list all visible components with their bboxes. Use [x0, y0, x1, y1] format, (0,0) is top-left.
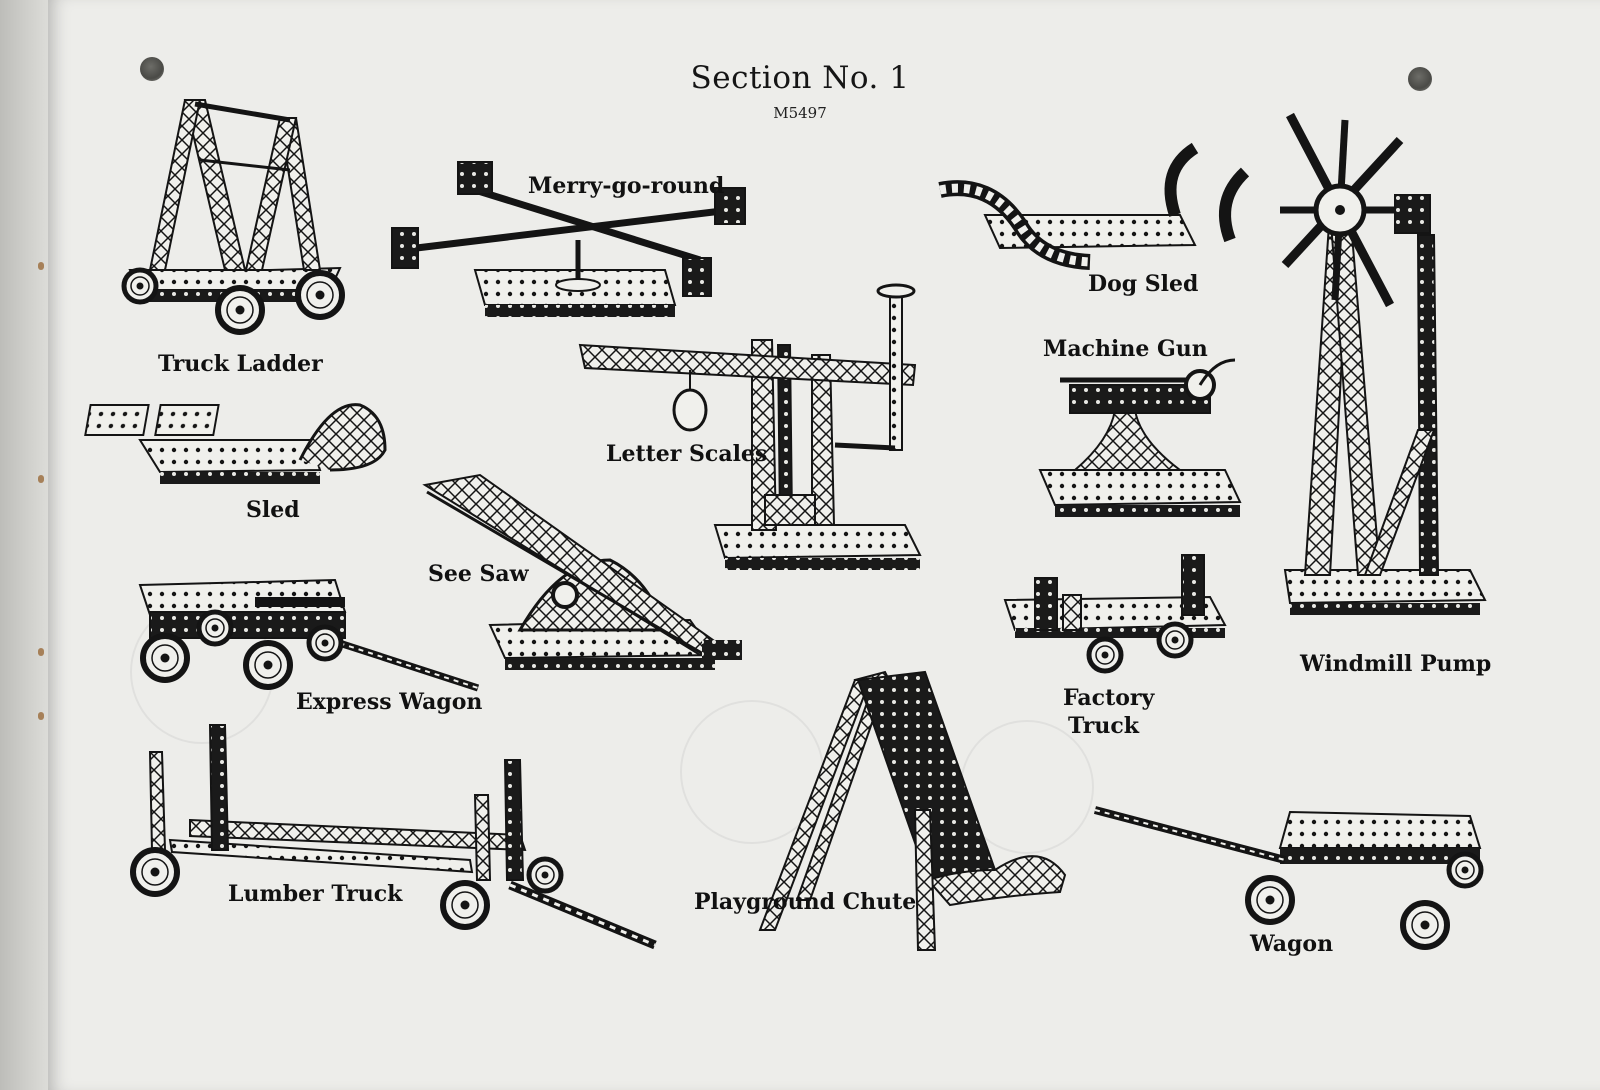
lumber-truck-illustration — [133, 724, 657, 950]
express-wagon-illustration — [138, 578, 480, 692]
playground-chute-illustration — [758, 670, 1067, 951]
label-lumber-truck: Lumber Truck — [228, 881, 403, 907]
dog-sled-illustration — [938, 142, 1250, 270]
label-factory-truck-line1: Factory — [1063, 685, 1155, 711]
punch-hole-left — [140, 57, 164, 81]
label-playground-chute: Playground Chute — [694, 889, 917, 915]
merry-go-round-illustration — [391, 161, 746, 317]
label-sled: Sled — [246, 497, 300, 523]
staple-rust — [38, 648, 44, 656]
label-windmill-pump: Windmill Pump — [1300, 651, 1492, 677]
label-dog-sled: Dog Sled — [1088, 271, 1199, 297]
machine-gun-illustration — [1038, 358, 1242, 517]
letter-scales-illustration — [578, 283, 922, 570]
label-merry-go-round: Merry-go-round — [528, 173, 725, 199]
label-wagon: Wagon — [1250, 931, 1334, 957]
label-factory-truck-line2: Truck — [1068, 713, 1139, 739]
label-machine-gun: Machine Gun — [1043, 336, 1208, 362]
section-code: M5497 — [773, 104, 827, 122]
label-truck-ladder: Truck Ladder — [158, 351, 323, 377]
section-title: Section No. 1 — [690, 60, 910, 96]
label-letter-scales: Letter Scales — [606, 441, 768, 467]
truck-ladder-illustration — [124, 99, 342, 332]
staple-rust — [38, 475, 44, 483]
see-saw-illustration — [422, 473, 742, 670]
punch-hole-right — [1408, 67, 1432, 91]
windmill-pump-illustration — [1280, 112, 1487, 615]
wagon-illustration — [1093, 806, 1481, 947]
label-see-saw: See Saw — [428, 561, 529, 587]
label-express-wagon: Express Wagon — [296, 689, 483, 715]
staple-rust — [38, 712, 44, 720]
sled-illustration — [84, 403, 387, 484]
staple-rust — [38, 262, 44, 270]
factory-truck-illustration — [1003, 554, 1227, 671]
